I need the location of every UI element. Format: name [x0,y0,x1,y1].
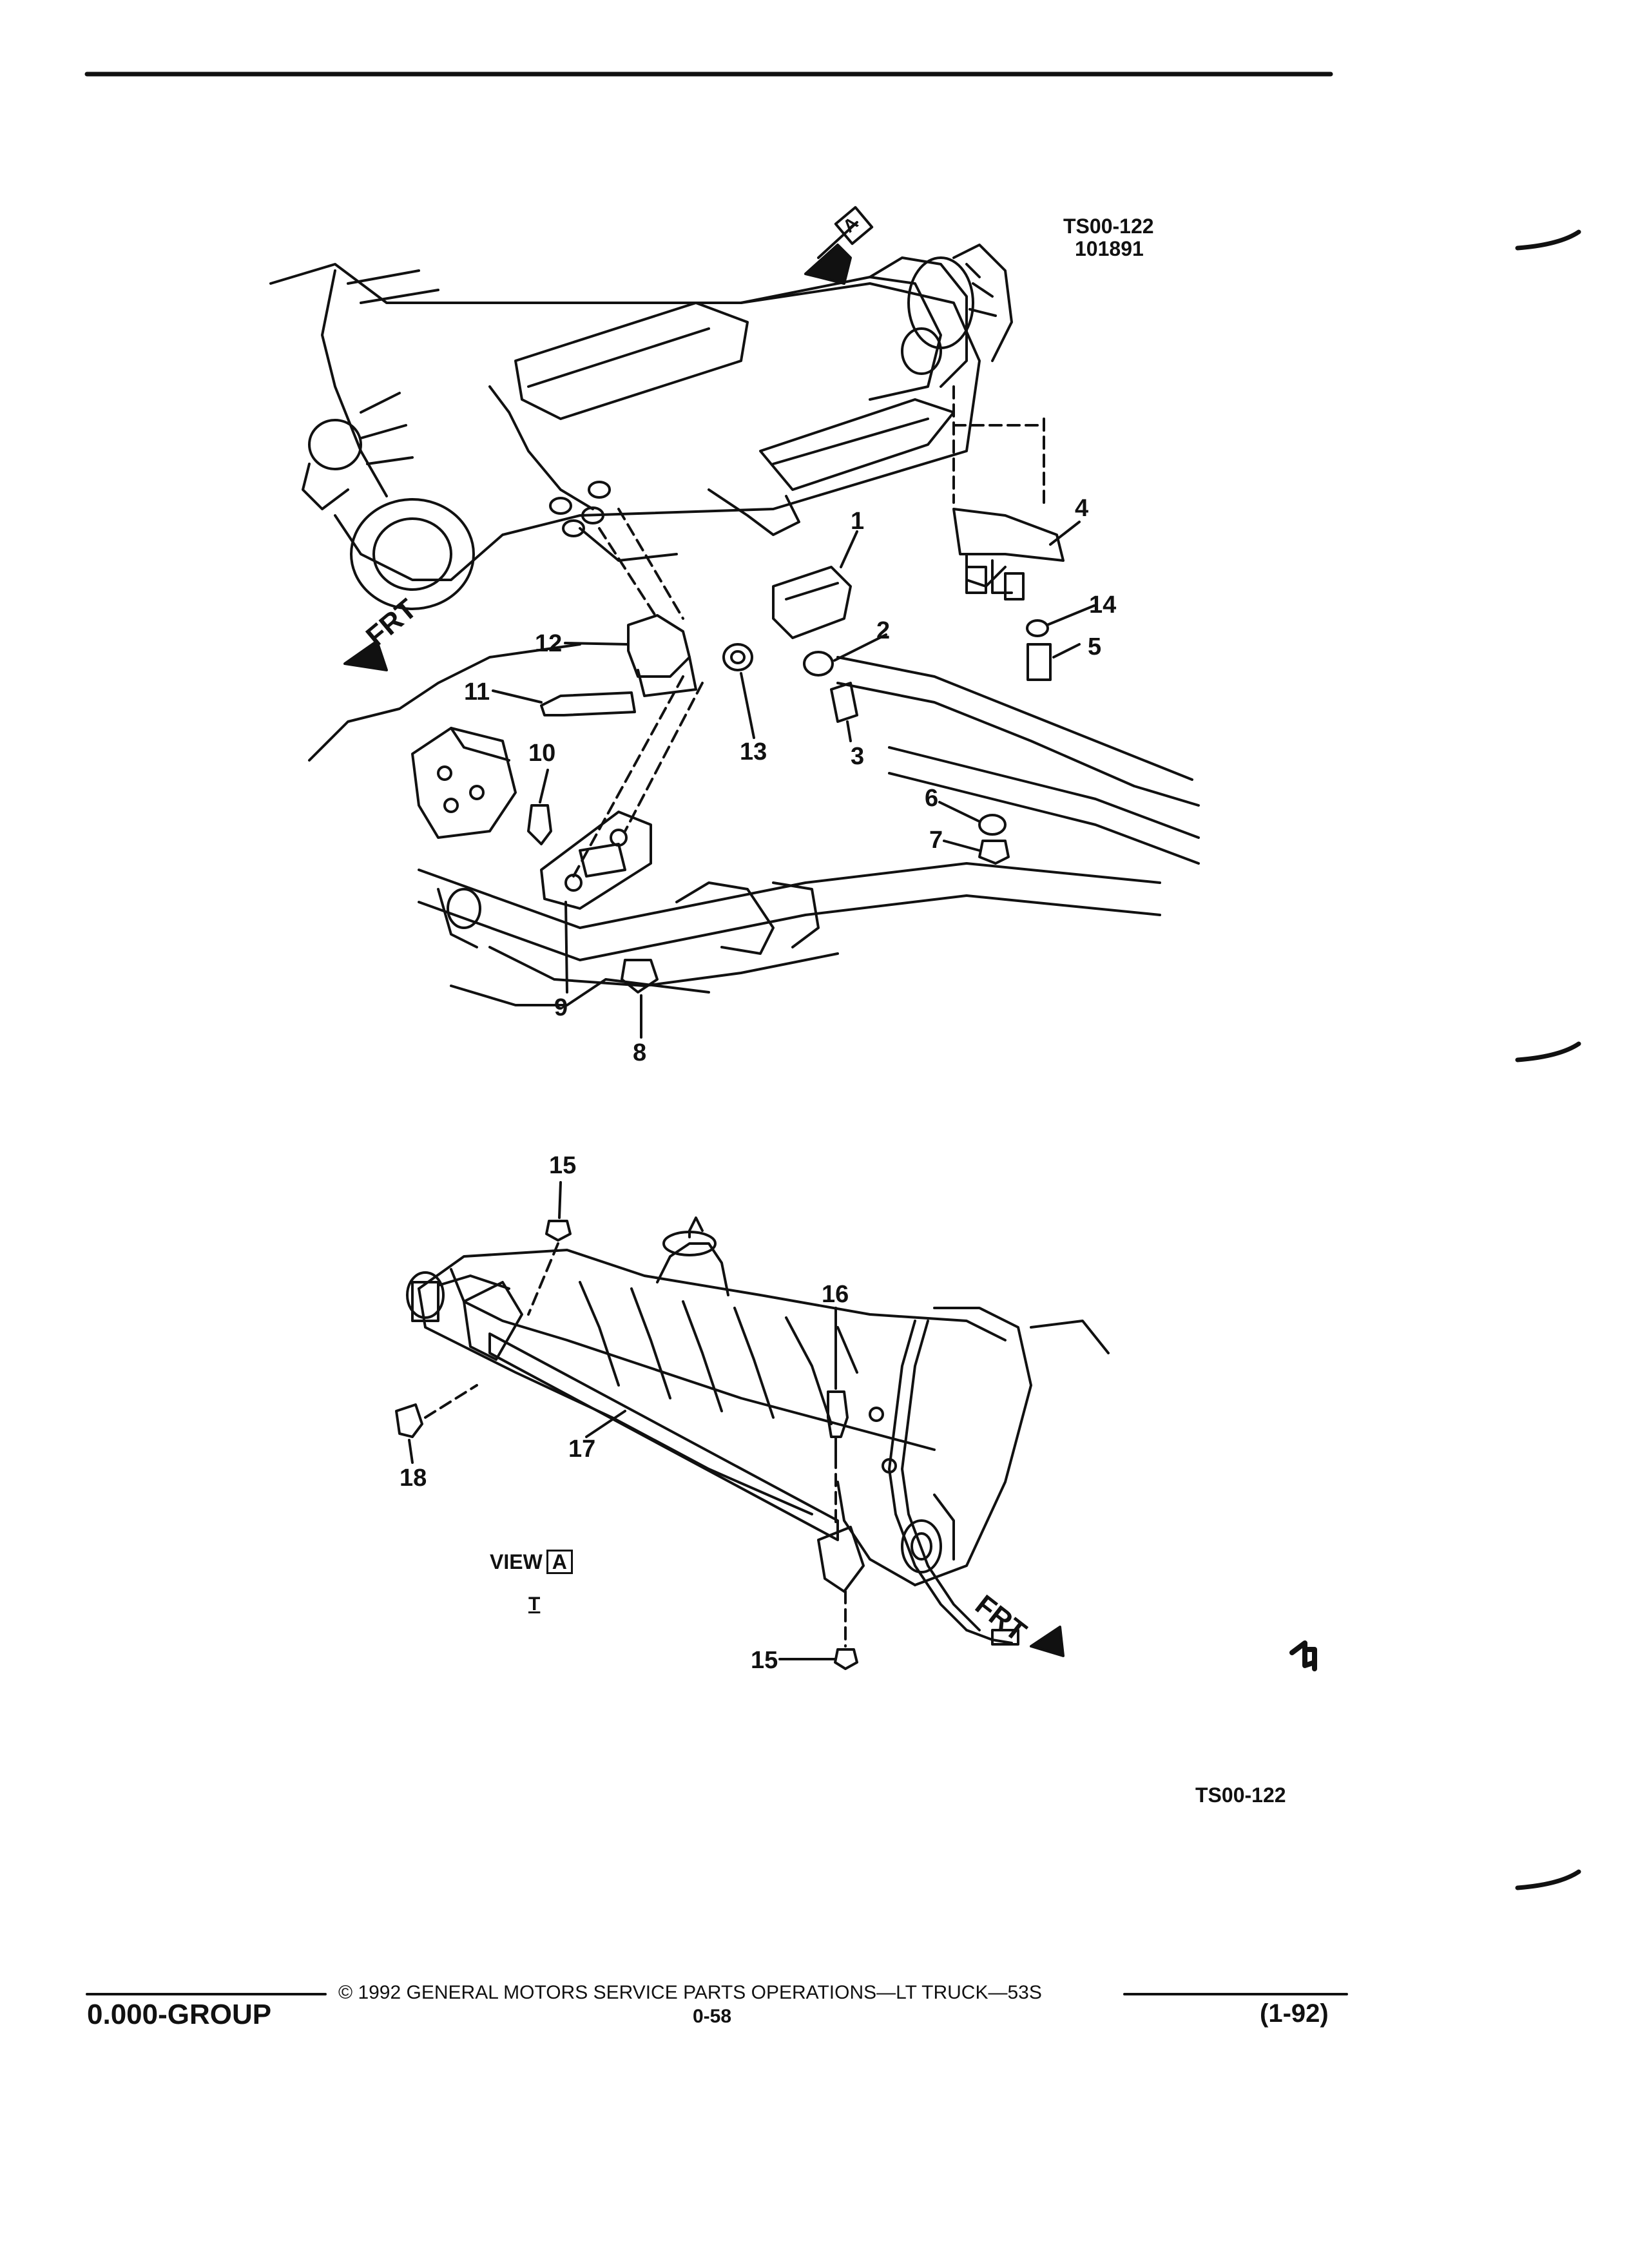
callout-5: 5 [1088,633,1102,660]
part-15-top [545,1220,572,1242]
part-12 [627,614,691,678]
margin-mark [1515,229,1581,251]
callout-15-top: 15 [549,1152,577,1179]
part-7 [978,840,1010,865]
callout-15-bottom: 15 [751,1647,778,1674]
part-8 [621,959,659,994]
footer-group: 0.000-GROUP [87,1999,272,2030]
view-note: T [528,1593,541,1615]
callout-11: 11 [464,678,490,706]
part-5 [1027,643,1052,681]
part-16 [827,1390,849,1438]
callout-13: 13 [740,738,767,765]
view-label-text: VIEW [490,1550,543,1573]
margin-mark [1515,1869,1581,1890]
margin-glyph [1289,1640,1317,1668]
footer-revision: (1-92) [1260,1999,1329,2028]
frt-arrow-lower [1030,1626,1065,1657]
figure-id: TS00-122 [1063,215,1154,238]
view-letter-box: A [546,1550,573,1574]
part-3 [830,682,858,723]
part-1 [772,566,852,639]
margin-mark [1515,1041,1581,1062]
callout-14: 14 [1089,591,1117,619]
callout-2: 2 [876,617,891,644]
part-11 [540,691,636,716]
view-a-arrow [804,206,874,285]
figure-id-bottom: TS00-122 [1195,1783,1286,1807]
callout-4: 4 [1075,495,1089,522]
part-18 [395,1403,423,1438]
frt-arrow-upper [343,640,388,671]
part-4 [952,508,1065,562]
callout-7: 7 [929,827,943,854]
callout-10: 10 [528,740,556,767]
callout-18: 18 [400,1465,427,1492]
part-15-bottom [834,1648,858,1670]
engine-transmission-drawing [269,244,1045,620]
figure-date: 101891 [1075,237,1144,260]
callout-6: 6 [925,785,939,812]
part-17 [488,1332,839,1541]
part-2 [803,651,834,677]
footer-copyright: © 1992 GENERAL MOTORS SERVICE PARTS OPER… [338,1982,1042,2003]
callout-1: 1 [851,508,865,535]
part-13 [722,643,753,671]
part-10 [527,804,552,845]
part-6 [978,814,1007,836]
callout-8: 8 [633,1039,647,1066]
callout-9: 9 [554,994,568,1021]
frame-rails [308,643,1200,1006]
footer-page-number: 0-58 [693,2006,732,2027]
part-14 [1026,619,1049,637]
transmission-view-a-drawing [395,1216,1110,1670]
callout-16: 16 [822,1281,849,1308]
callout-17: 17 [568,1436,596,1463]
callout-3: 3 [851,743,865,770]
callout-12: 12 [535,630,563,657]
part-9 [540,811,652,910]
